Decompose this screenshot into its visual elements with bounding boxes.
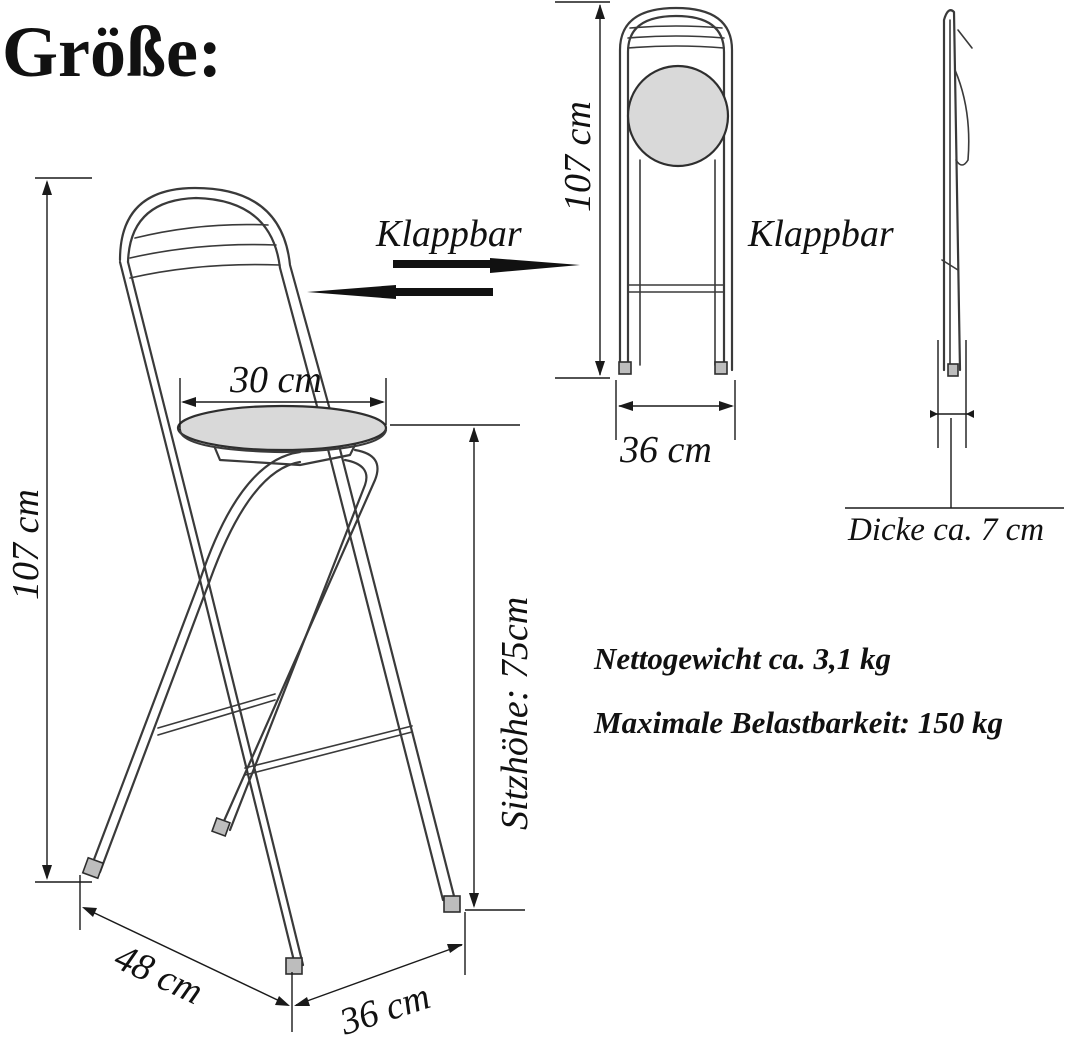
- front-leg-left: [88, 450, 302, 872]
- label-total-height-main: 107 cm: [5, 489, 47, 600]
- arrow-left-bar: [393, 288, 493, 296]
- footrest-bar: [157, 699, 276, 736]
- arrow-right-icon: [490, 258, 580, 273]
- label-width-main: 36 cm: [334, 975, 435, 1039]
- backrest-frame-outer: [118, 186, 332, 412]
- spec-net-weight: Nettogewicht ca. 3,1 kg: [593, 641, 891, 676]
- side-detail: [957, 29, 973, 49]
- foot-cap: [443, 895, 461, 913]
- stool-illustration: [81, 186, 461, 975]
- dimension-width-folded: 36 cm: [615, 380, 736, 471]
- stool-seat: [176, 404, 388, 452]
- foot-cap: [81, 856, 105, 880]
- front-leg-left-inner: [98, 460, 302, 874]
- rear-leg-left-inner: [126, 260, 305, 967]
- seat-edge: [178, 428, 388, 454]
- folded-stool-front: [618, 6, 734, 375]
- dimension-width-main: 36 cm: [294, 912, 466, 1039]
- foot-cap: [714, 361, 728, 375]
- rear-leg-right: [328, 408, 457, 902]
- dimension-seat-diameter: 30 cm: [179, 359, 387, 430]
- folded-slat: [627, 35, 725, 39]
- label-thickness: Dicke ca. 7 cm: [847, 512, 1044, 548]
- foot-cap: [211, 817, 231, 837]
- foot-cap: [947, 363, 959, 377]
- backrest-slat: [129, 263, 281, 279]
- side-seat: [954, 69, 970, 166]
- backrest-slat: [134, 223, 269, 239]
- label-seat-diameter: 30 cm: [229, 359, 322, 401]
- seat-support: [213, 443, 357, 467]
- footrest-bar: [244, 725, 413, 769]
- backrest-slat: [129, 243, 277, 259]
- folded-frame-outer: [618, 6, 734, 372]
- folded-slat: [627, 45, 725, 49]
- foot-cap: [285, 957, 303, 975]
- front-leg-right: [218, 448, 379, 832]
- dimension-depth: 48 cm: [79, 875, 293, 1032]
- side-frame: [942, 9, 962, 372]
- footrest-bar: [157, 693, 276, 729]
- footrest-bar: [244, 731, 413, 776]
- side-detail: [941, 259, 959, 271]
- rear-leg-right-inner: [316, 408, 445, 902]
- page-title: Größe:: [2, 12, 222, 92]
- label-total-height-folded: 107 cm: [557, 101, 599, 212]
- fold-arrows: Klappbar Klappbar: [307, 213, 894, 299]
- backrest-frame-inner: [126, 196, 320, 412]
- label-seat-height: Sitzhöhe: 75cm: [494, 597, 536, 830]
- folded-seat: [626, 64, 730, 168]
- folded-stool-side: [941, 9, 973, 377]
- label-depth: 48 cm: [108, 936, 209, 1013]
- arrow-left-icon: [307, 285, 396, 299]
- dimension-total-height-folded: 107 cm: [555, 1, 610, 379]
- label-width-folded: 36 cm: [619, 429, 712, 471]
- dimension-seat-height: Sitzhöhe: 75cm: [390, 424, 536, 911]
- foot-cap: [618, 361, 632, 375]
- dimension-total-height-main: 107 cm: [5, 177, 92, 883]
- folded-slat: [629, 25, 723, 29]
- label-foldable-left: Klappbar: [375, 213, 522, 255]
- arrow-right-bar: [393, 260, 493, 268]
- dimension-thickness: Dicke ca. 7 cm: [845, 340, 1064, 548]
- spec-max-load: Maximale Belastbarkeit: 150 kg: [593, 705, 1003, 740]
- front-leg-right-inner: [228, 458, 368, 832]
- label-foldable-right: Klappbar: [747, 213, 894, 255]
